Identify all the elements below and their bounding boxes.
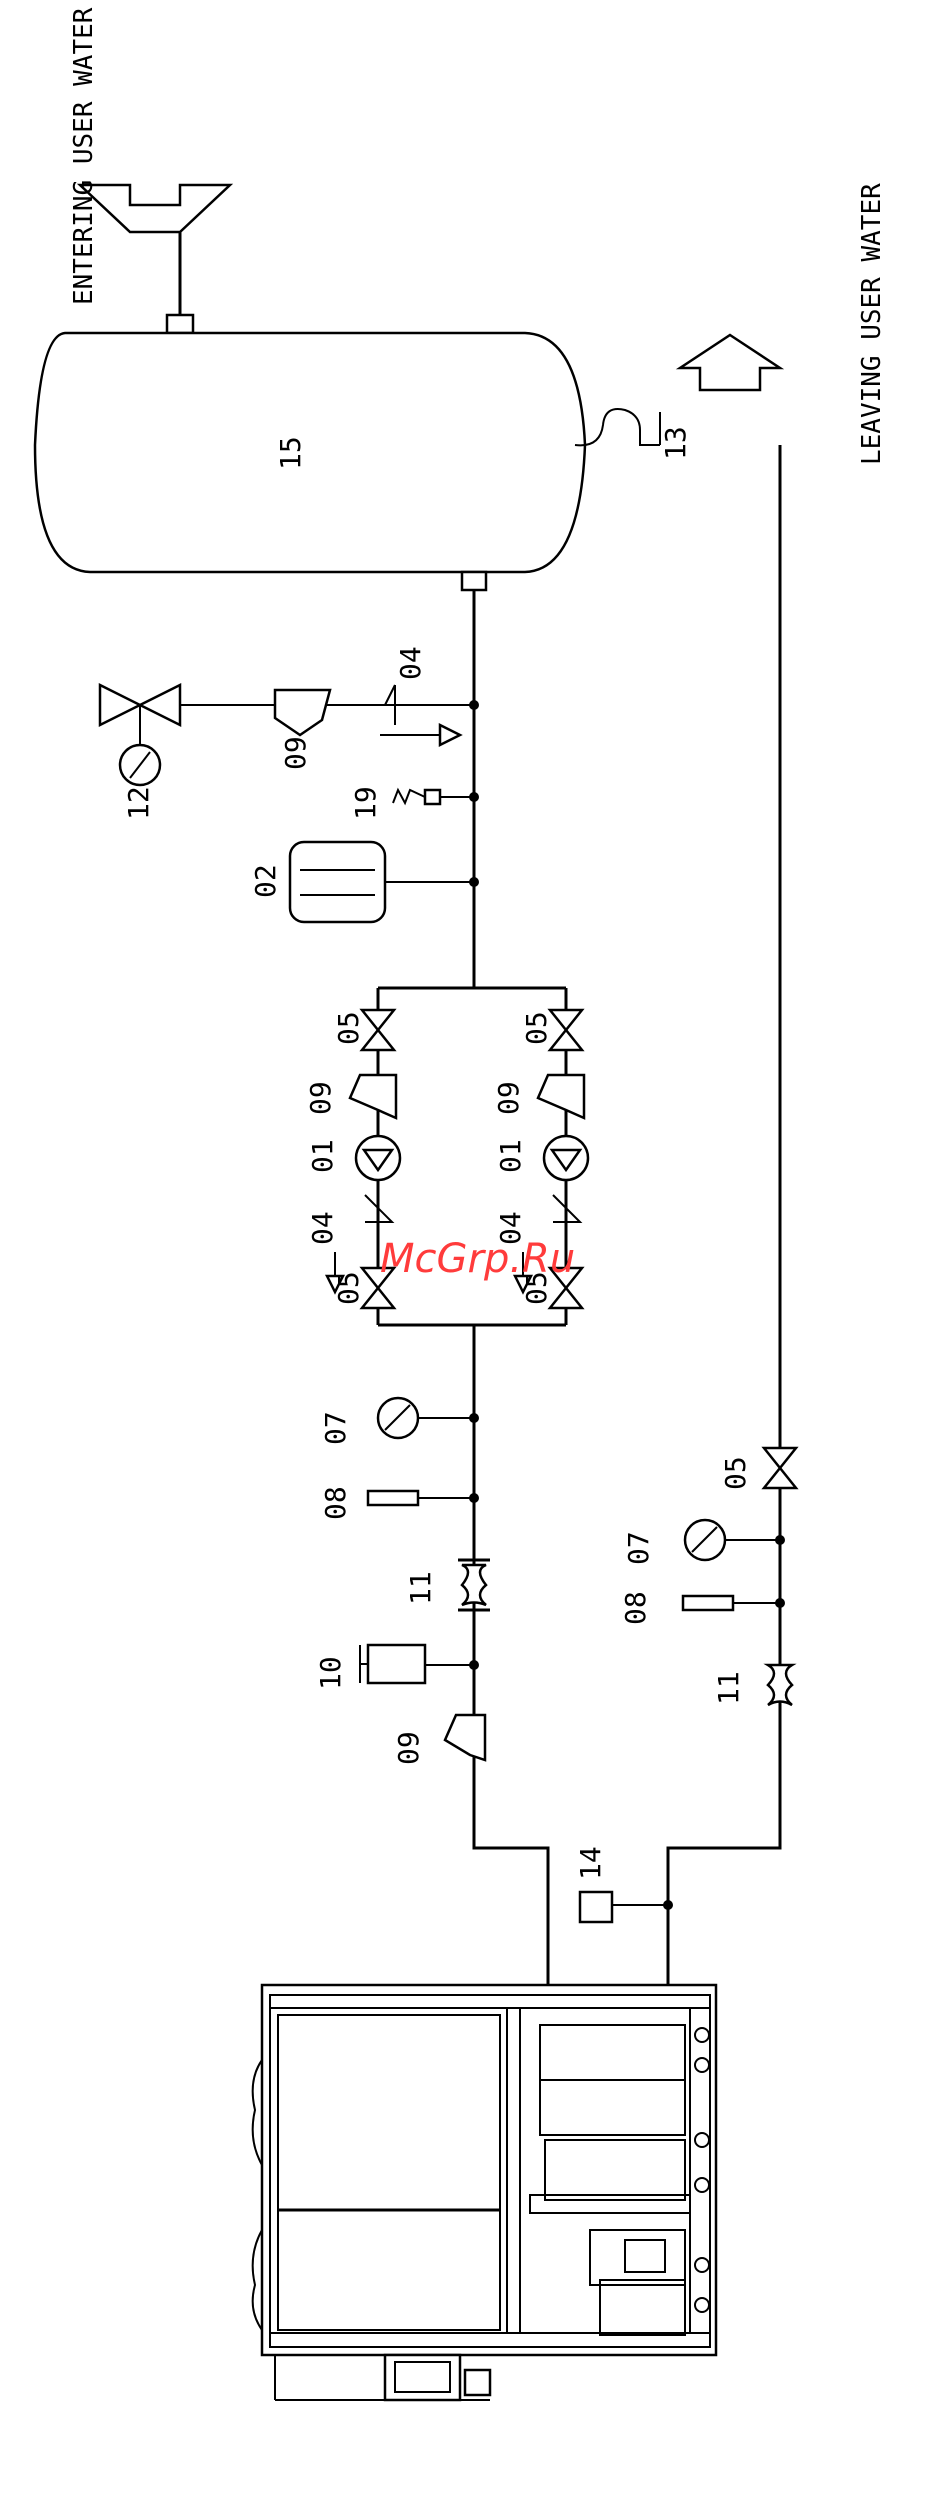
- pump-01-a: [356, 1136, 400, 1180]
- label-13: 13: [659, 426, 692, 460]
- tank-drain-pipe: [575, 409, 660, 445]
- safety-valve-19: [393, 790, 474, 804]
- strainer-09-a: [350, 1075, 396, 1118]
- flex-joint-11-return: [458, 1560, 490, 1610]
- label-05-a-top: 05: [332, 1011, 365, 1045]
- label-02: 02: [249, 864, 282, 898]
- tank-number-label: 15: [274, 436, 307, 470]
- leaving-water-arrow: [680, 335, 780, 390]
- label-11-supply: 11: [712, 1671, 745, 1705]
- label-11-return: 11: [404, 1571, 437, 1605]
- pressure-gauge-12: [120, 745, 160, 785]
- expansion-tank-02: [290, 842, 385, 922]
- tank-inlet-nozzle: [167, 315, 193, 333]
- entering-water-arrow: [80, 185, 230, 232]
- strainer-09-b: [538, 1075, 584, 1118]
- leaving-water-pipe: [668, 445, 780, 1985]
- watermark-text: McGrp.Ru: [380, 1236, 575, 1282]
- strainer-09-return: [445, 1715, 485, 1760]
- pressure-gauge-07-return: [378, 1398, 418, 1438]
- label-01-a: 01: [306, 1139, 339, 1173]
- thermometer-08-return: [368, 1491, 418, 1505]
- filter-10: [360, 1645, 425, 1683]
- tank-outlet-nozzle: [462, 572, 486, 590]
- label-09-makeup: 09: [279, 736, 312, 770]
- return-to-unit-pipe: [474, 1760, 548, 1985]
- ball-valve-05-b-top: [550, 1010, 582, 1050]
- label-14: 14: [574, 1846, 607, 1880]
- label-12: 12: [122, 786, 155, 820]
- label-04-a: 04: [306, 1211, 339, 1245]
- label-05-b-top: 05: [520, 1011, 553, 1045]
- chiller-unit: [253, 1985, 716, 2400]
- label-08-supply: 08: [619, 1591, 652, 1625]
- label-09-b: 09: [492, 1081, 525, 1115]
- label-05-a-bottom: 05: [332, 1271, 365, 1305]
- flow-switch-14: [580, 1892, 612, 1922]
- thermometer-08-supply: [683, 1596, 733, 1610]
- storage-tank: [35, 333, 585, 572]
- label-10: 10: [314, 1656, 347, 1690]
- leaving-water-label: LEAVING USER WATER: [857, 183, 887, 465]
- label-19: 19: [349, 786, 382, 820]
- entering-water-label: ENTERING USER WATER: [69, 7, 99, 305]
- ball-valve-05-supply: [764, 1448, 796, 1488]
- label-09-a: 09: [304, 1081, 337, 1115]
- pump-01-b: [544, 1136, 588, 1180]
- label-09-return: 09: [392, 1731, 425, 1765]
- label-04-top: 04: [394, 646, 427, 680]
- label-07-supply: 07: [622, 1531, 655, 1565]
- ball-valve-05-a-top: [362, 1010, 394, 1050]
- pressure-gauge-07-supply: [685, 1520, 725, 1560]
- flex-joint-11-supply: [768, 1665, 792, 1705]
- label-08-return: 08: [319, 1486, 352, 1520]
- label-01-b: 01: [494, 1139, 527, 1173]
- label-05-supply: 05: [719, 1456, 752, 1490]
- strainer-09-makeup: [275, 690, 330, 735]
- label-07-return: 07: [319, 1411, 352, 1445]
